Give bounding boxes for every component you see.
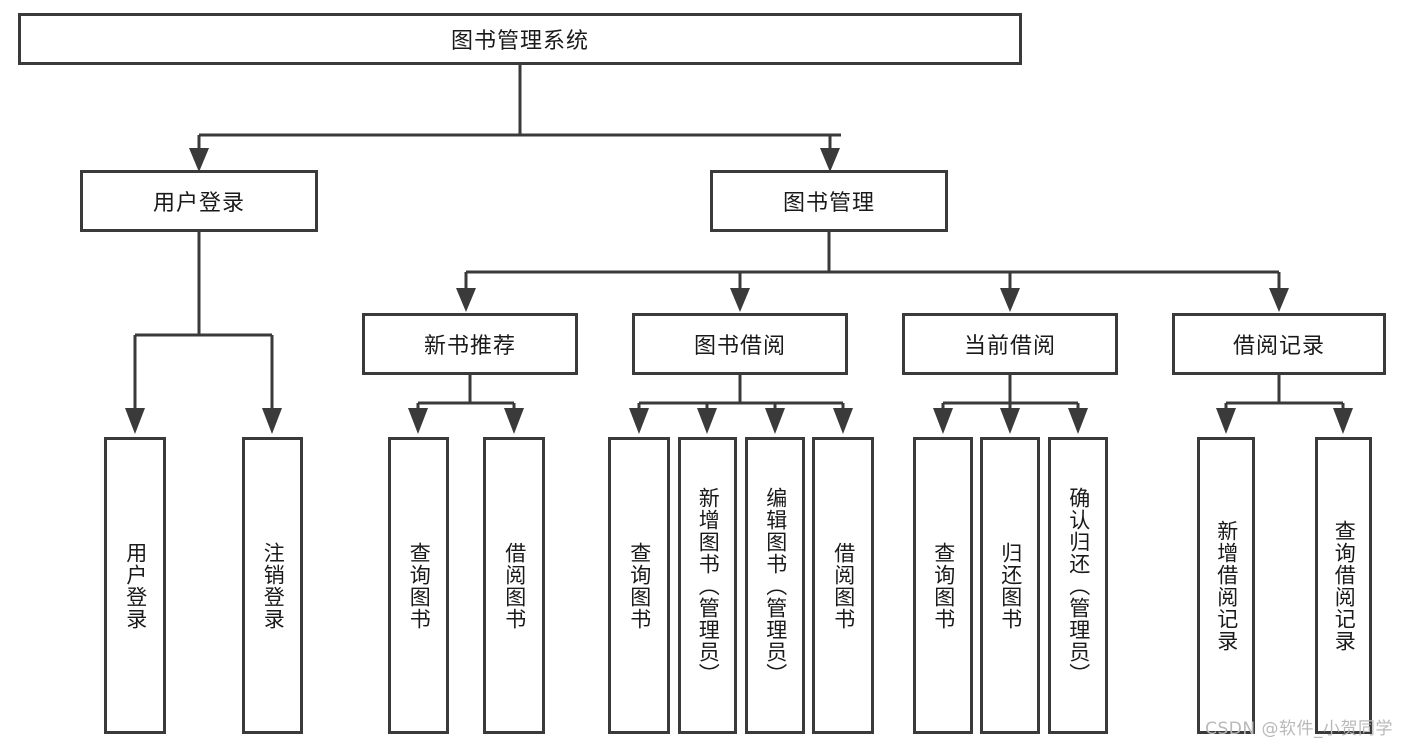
- node-new-book-recommend-box[interactable]: [362, 313, 578, 375]
- node-user-login-box[interactable]: [80, 170, 318, 232]
- connector-book-manage-to-level3: [456, 232, 1289, 312]
- arrow-head-book-manage: [820, 148, 840, 172]
- leaf-box-add-book-admin[interactable]: [678, 437, 737, 734]
- leaf-box-query-book-rec[interactable]: [388, 437, 449, 734]
- leaf-box-borrow-book-rec[interactable]: [483, 437, 545, 734]
- leaf-box-logout[interactable]: [242, 437, 303, 734]
- leaf-box-user-login[interactable]: [104, 437, 166, 734]
- node-book-borrow-box[interactable]: [632, 313, 848, 375]
- connector-user-login-to-leaves: [125, 232, 282, 434]
- leaf-box-borrow-book[interactable]: [812, 437, 874, 734]
- leaf-box-query-book-borrow[interactable]: [608, 437, 670, 734]
- connector-book-borrow-to-leaves: [629, 375, 853, 434]
- connector-current-borrow-to-leaves: [933, 375, 1088, 434]
- leaf-box-add-borrow-record[interactable]: [1197, 437, 1255, 734]
- leaf-box-query-book-current[interactable]: [913, 437, 973, 734]
- connector-new-book-recommend-to-leaves: [408, 375, 524, 434]
- node-book-manage-box[interactable]: [710, 170, 948, 232]
- connector-borrow-record-to-leaves: [1216, 375, 1353, 434]
- node-borrow-record-box[interactable]: [1172, 313, 1386, 375]
- node-root-box[interactable]: [18, 13, 1022, 65]
- node-current-borrow-box[interactable]: [902, 313, 1118, 375]
- connector-root-to-level2: [189, 65, 841, 172]
- leaf-box-confirm-return-admin[interactable]: [1048, 437, 1108, 734]
- leaf-box-query-borrow-record[interactable]: [1315, 437, 1372, 734]
- leaf-box-return-book[interactable]: [980, 437, 1040, 734]
- arrow-head-user-login: [189, 148, 209, 172]
- leaf-box-edit-book-admin[interactable]: [745, 437, 805, 734]
